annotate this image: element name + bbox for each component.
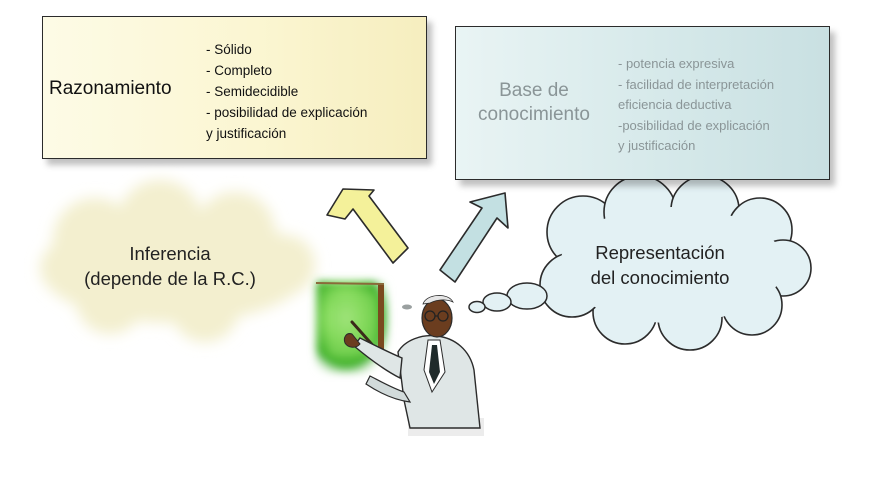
list-item: - Sólido (206, 42, 252, 57)
representacion-line1: Representación (595, 242, 725, 263)
list-item: - Semidecidible (206, 84, 299, 99)
inferencia-cloud (40, 180, 315, 342)
list-item: - posibilidad de explicación (206, 105, 368, 120)
base-conocimiento-title: Base de conocimiento (464, 79, 604, 127)
arrow-to-razonamiento (326, 188, 409, 264)
thought-bubbles (468, 282, 548, 314)
razonamiento-title: Razonamiento (49, 78, 172, 99)
list-item: - facilidad de interpretación (618, 76, 775, 92)
presenter-illustration-icon (315, 281, 484, 436)
razonamiento-properties: - Sólido - Completo - Semidecidible - po… (206, 39, 367, 144)
inferencia-line2: (depende de la R.C.) (84, 268, 256, 289)
list-item: - potencia expresiva (618, 56, 735, 71)
list-item: - Completo (206, 63, 273, 78)
base-title-line2: conocimiento (478, 103, 590, 125)
list-item: -posibilidad de explicación (618, 117, 770, 133)
base-title-line1: Base de (499, 80, 569, 101)
list-item: y justificación (206, 126, 287, 141)
base-conocimiento-box: Base de conocimiento - potencia expresiv… (455, 26, 830, 180)
representacion-label: Representación del conocimiento (545, 240, 775, 290)
razonamiento-box: Razonamiento - Sólido - Completo - Semid… (42, 16, 427, 159)
inferencia-line1: Inferencia (129, 243, 211, 264)
arrow-to-base (439, 192, 509, 283)
list-item: eficiencia deductiva (618, 97, 732, 112)
base-conocimiento-properties: - potencia expresiva - facilidad de inte… (618, 54, 774, 157)
representacion-line2: del conocimiento (590, 267, 730, 288)
inferencia-label: Inferencia (depende de la R.C.) (50, 241, 290, 291)
list-item: y justificación (618, 138, 696, 153)
representacion-cloud (539, 175, 812, 351)
